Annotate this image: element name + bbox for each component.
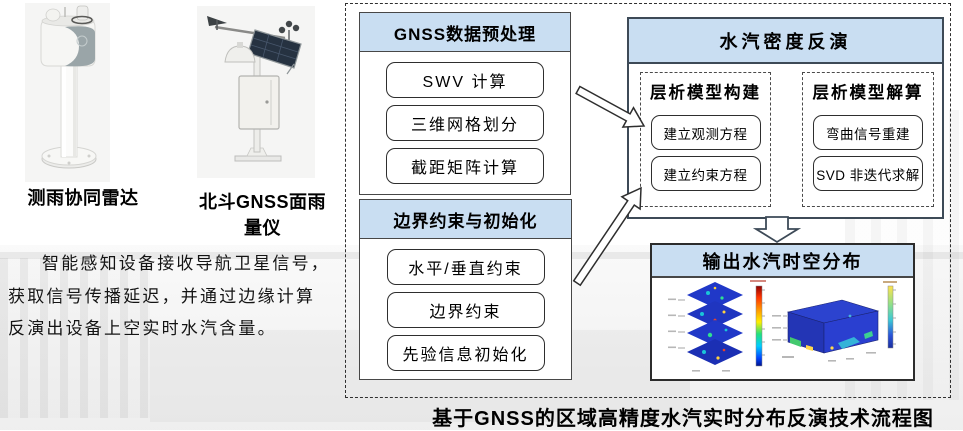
box-boundary-init: 边界约束与初始化 水平/垂直约束 边界约束 先验信息初始化 — [359, 199, 572, 380]
box-gnss-preprocess: GNSS数据预处理 SWV 计算 三维网格划分 截距矩阵计算 — [359, 12, 571, 195]
description-text: 智能感知设备接收导航卫星信号， 获取信号传播延迟，并通过边缘计算 反演出设备上空… — [8, 248, 340, 346]
radar-label: 测雨协同雷达 — [27, 188, 139, 208]
box-vapor-inversion: 水汽密度反演 层析模型构建 建立观测方程 建立约束方程 层析模型解算 弯曲信号重… — [627, 17, 944, 219]
subbox-model-solve: 层析模型解算 弯曲信号重建 SVD 非迭代求解 — [802, 72, 934, 207]
rain-radar-photo — [25, 3, 110, 182]
diagram-caption: 基于GNSS的区域高精度水汽实时分布反演技术流程图 — [432, 408, 934, 430]
flow-item-svd-solve: SVD 非迭代求解 — [813, 156, 923, 191]
output-plots-area — [652, 278, 913, 377]
vapor-3d-plots — [668, 280, 897, 372]
description-line-1: 智能感知设备接收导航卫星信号， — [42, 254, 330, 273]
box-output-title: 输出水汽时空分布 — [652, 245, 913, 278]
box-boundary-init-title: 边界约束与初始化 — [360, 200, 571, 239]
flow-item-hv-constraint: 水平/垂直约束 — [386, 249, 545, 285]
rain-radar-device-icon — [40, 5, 97, 169]
layered-plot-colorbar — [750, 280, 766, 367]
flow-item-intercept-matrix: 截距矩阵计算 — [386, 148, 544, 184]
layered-vapor-3d-plot — [668, 280, 766, 372]
box-output: 输出水汽时空分布 — [650, 243, 915, 381]
flow-item-observation-eq: 建立观测方程 — [650, 115, 761, 150]
flow-item-prior-init: 先验信息初始化 — [386, 335, 545, 371]
station-label: 北斗GNSS面雨量仪 — [198, 192, 326, 238]
flow-item-swv-calc: SWV 计算 — [386, 62, 544, 98]
subbox-model-solve-title: 层析模型解算 — [812, 84, 924, 102]
description-line-3: 反演出设备上空实时水汽含量。 — [8, 319, 277, 338]
subbox-model-build-title: 层析模型构建 — [650, 84, 761, 102]
flow-item-3d-grid: 三维网格划分 — [386, 105, 544, 141]
box-vapor-inversion-title: 水汽密度反演 — [629, 19, 942, 64]
flow-item-constraint-eq: 建立约束方程 — [650, 156, 761, 191]
flow-item-boundary-constraint: 边界约束 — [386, 292, 545, 328]
cube-plot-colorbar — [883, 281, 897, 349]
description-line-2: 获取信号传播延迟，并通过边缘计算 — [8, 286, 316, 306]
weather-station-photo — [197, 6, 315, 178]
flowchart-dashed-frame — [345, 3, 951, 398]
cube-vapor-3d-plot — [772, 281, 897, 362]
flow-item-bend-signal: 弯曲信号重建 — [813, 115, 923, 150]
gnss-weather-station-icon — [207, 16, 302, 162]
box-gnss-preprocess-title: GNSS数据预处理 — [360, 13, 570, 52]
subbox-model-build: 层析模型构建 建立观测方程 建立约束方程 — [640, 72, 771, 207]
